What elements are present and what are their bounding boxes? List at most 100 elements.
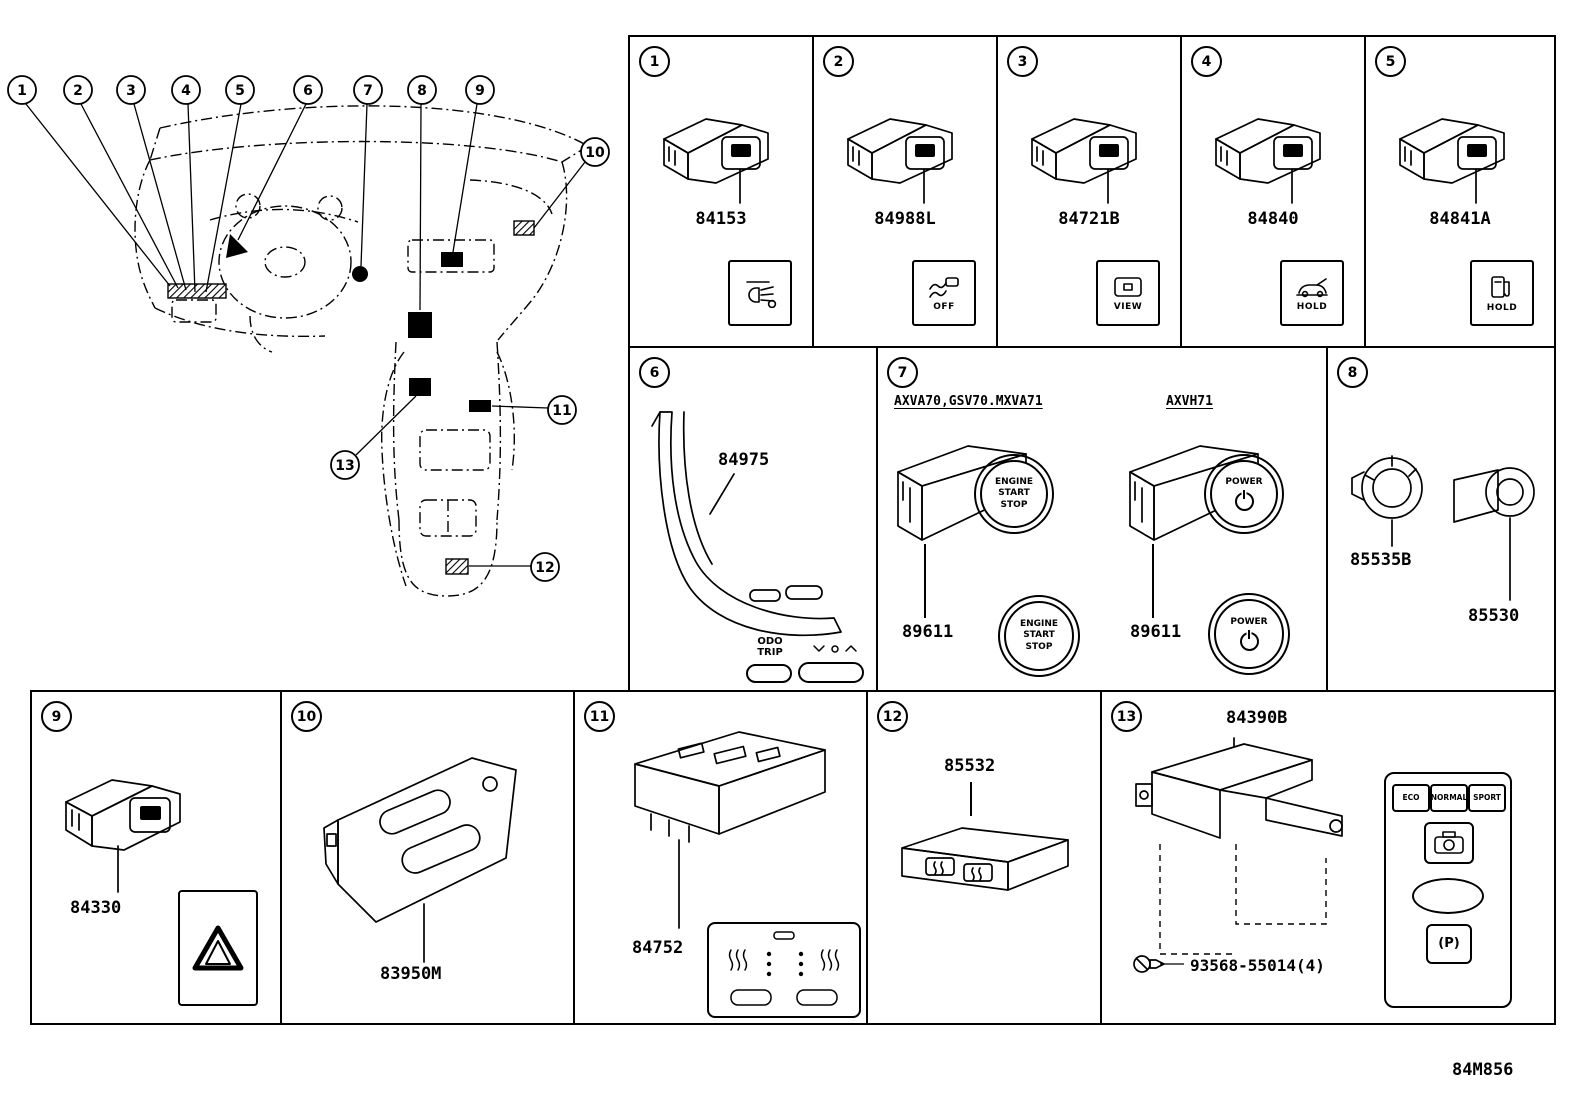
cell-number: 10 (296, 708, 317, 725)
callout-5: 5 (225, 75, 255, 105)
leader-line (970, 782, 972, 816)
svg-text:8: 8 (417, 83, 427, 99)
part-number-label: 84721B (1058, 209, 1120, 229)
callout-1: 1 (7, 75, 37, 105)
part-number-label: 84988L (874, 209, 936, 229)
part-cell-13: 13 84390B 93568-55014(4) ECO NO (1100, 690, 1556, 1025)
callout-11: 11 (547, 395, 577, 425)
part-illustration-switch (847, 118, 953, 204)
part-number-label: 89611 (902, 622, 954, 642)
diagram-code: 84M856 (1452, 1060, 1514, 1080)
part-number-label: 85535B (1350, 550, 1412, 570)
part-cell-2: 2 84988L OFF (812, 35, 998, 348)
trunk-open-icon-box: HOLD (1280, 260, 1344, 326)
fuel-lid-icon (1491, 275, 1510, 298)
part-cell-12: 12 85532 (866, 690, 1102, 1025)
svg-text:9: 9 (475, 83, 485, 99)
cell-number: 1 (649, 53, 660, 70)
svg-text:12: 12 (535, 560, 554, 576)
power-button-text: POWER (1225, 477, 1263, 488)
callout-2: 2 (63, 75, 93, 105)
svg-text:7: 7 (363, 83, 373, 99)
callout-3: 3 (116, 75, 146, 105)
part-illustration-drive-mode-switch-bracket (1133, 737, 1343, 973)
location-marker-11 (469, 400, 491, 412)
cell-number-badge: 10 (291, 701, 322, 732)
part-illustration-headlamp-switch-module (323, 757, 517, 963)
svg-text:1: 1 (17, 83, 27, 99)
trunk-open-icon (1296, 277, 1328, 297)
vsc-off-icon (929, 276, 959, 298)
headlight-leveling-icon (746, 281, 777, 308)
cell-number-badge: 7 (887, 357, 918, 388)
vsc-off-icon-box: OFF (912, 260, 976, 326)
engine-start-stop-text: ENGINE START STOP (994, 477, 1034, 510)
part-number-label: 85530 (1468, 606, 1520, 626)
parking-brake-button: (P) (1426, 924, 1472, 964)
oval-cutout (1412, 878, 1484, 914)
hazard-switch-faceplate (178, 890, 258, 1006)
variant-label-a: AXVA70,GSV70.MXVA71 (894, 394, 1043, 409)
cell-number-badge: 1 (639, 46, 670, 77)
part-illustration-switch (1031, 118, 1137, 204)
cell-number: 9 (51, 708, 62, 725)
cell-number-badge: 9 (41, 701, 72, 732)
part-number-label: 84752 (632, 938, 684, 958)
cell-number: 8 (1347, 364, 1358, 381)
camera-icon (1434, 831, 1464, 854)
mode-button-normal: NORMAL (1430, 784, 1468, 812)
cell-number-badge: 8 (1337, 357, 1368, 388)
part-cell-4: 4 84840 HOLD (1180, 35, 1366, 348)
cell-number-badge: 3 (1007, 46, 1038, 77)
mode-button-sport: SPORT (1468, 784, 1506, 812)
svg-text:3: 3 (126, 83, 136, 99)
variant-label-b: AXVH71 (1166, 394, 1213, 409)
part-illustration-switch (1399, 118, 1505, 204)
icon-label: HOLD (1486, 302, 1518, 313)
power-button-face: POWER (1208, 593, 1290, 675)
camera-view-icon (1114, 276, 1142, 297)
location-marker-7 (352, 266, 368, 282)
part-cell-6: 6 84975 ODO TRIP (628, 346, 878, 692)
part-illustration-seat-heater-switch (901, 827, 1069, 891)
dashboard-outline (134, 105, 589, 597)
seat-heater-faceplate (707, 922, 861, 1018)
part-cell-11: 11 84752 (573, 690, 868, 1025)
callout-10: 10 (580, 137, 610, 167)
svg-text:11: 11 (552, 403, 571, 419)
callout-9: 9 (465, 75, 495, 105)
power-button-text: POWER (1230, 617, 1268, 628)
cell-number-badge: 11 (584, 701, 615, 732)
cell-number: 3 (1017, 53, 1028, 70)
icon-label: HOLD (1296, 301, 1328, 312)
location-marker-1to5 (167, 283, 227, 299)
icon-label: VIEW (1113, 301, 1143, 312)
part-cell-8: 8 85535B 85530 (1326, 346, 1556, 692)
part-cell-7: 7 AXVA70,GSV70.MXVA71 AXVH71 ENGINE STAR… (876, 346, 1328, 692)
part-illustration-cluster-bezel (651, 411, 842, 637)
cell-number: 2 (833, 53, 844, 70)
engine-start-stop-button: ENGINE START STOP (974, 454, 1054, 534)
svg-text:5: 5 (235, 83, 245, 99)
callout-leader-lines (25, 103, 586, 567)
switch-location-markers (167, 220, 535, 575)
callout-13: 13 (330, 450, 360, 480)
callout-6: 6 (293, 75, 323, 105)
engine-start-stop-button-face: ENGINE START STOP (998, 595, 1080, 677)
power-symbol-icon (1234, 491, 1254, 511)
callout-12: 12 (530, 552, 560, 582)
part-cell-5: 5 84841A HOLD (1364, 35, 1556, 348)
location-marker-13 (409, 378, 431, 396)
part-cell-3: 3 84721B VIEW (996, 35, 1182, 348)
cell-number: 7 (897, 364, 908, 381)
part-illustration-seat-heater-switch-assy (634, 731, 826, 929)
mode-button-eco: ECO (1392, 784, 1430, 812)
cell-number: 13 (1116, 708, 1137, 725)
callout-7: 7 (353, 75, 383, 105)
part-number-label: 84840 (1247, 209, 1299, 229)
cell-number: 12 (882, 708, 903, 725)
part-number-label: 84330 (70, 898, 122, 918)
fuel-lid-icon-box: HOLD (1470, 260, 1534, 326)
camera-button (1424, 822, 1474, 864)
